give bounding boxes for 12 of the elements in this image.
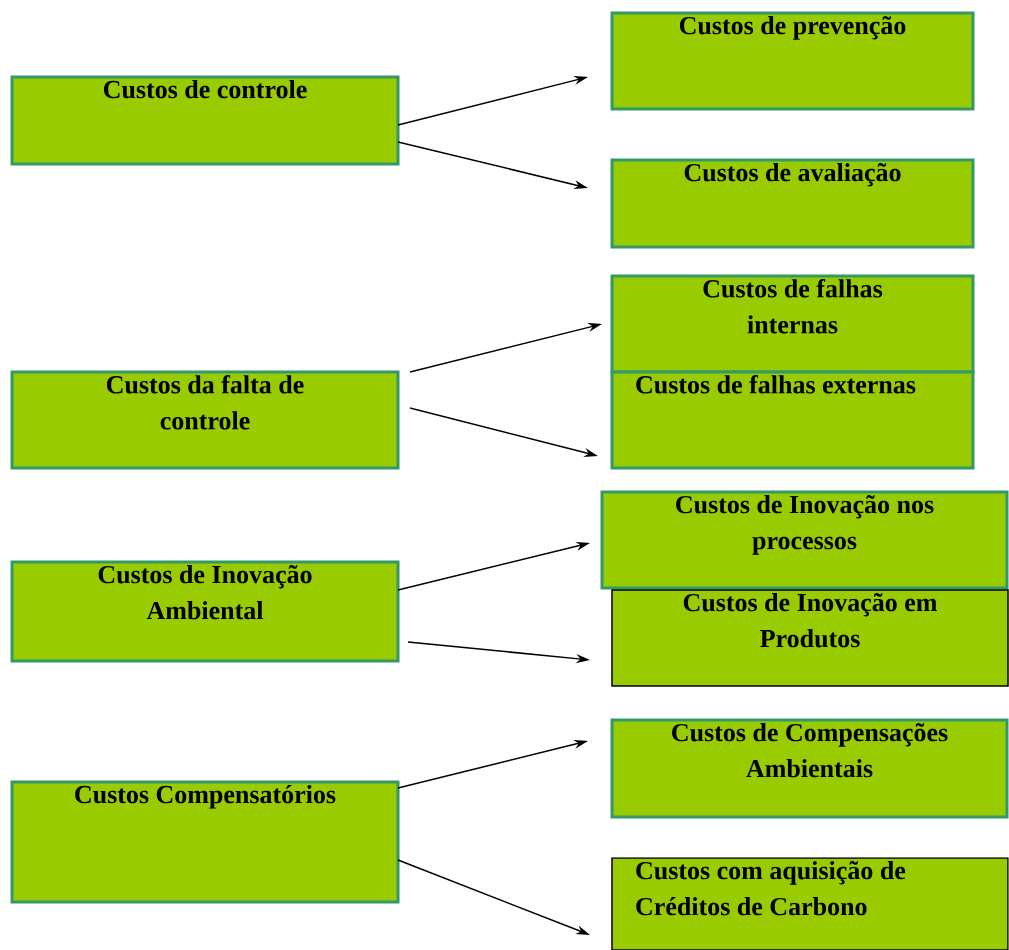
cost-box: Custos de Inovação em Produtos: [611, 589, 1009, 687]
cost-box: Custos de falhas internas: [610, 274, 975, 374]
cost-box: Custos de controle: [10, 75, 400, 166]
cost-box: Custos de prevenção: [610, 11, 975, 111]
cost-box: Custos da falta de controle: [10, 370, 400, 470]
cost-box: Custos Compensatórios: [10, 780, 400, 904]
cost-box: Custos com aquisição de Créditos de Carbono: [611, 857, 1009, 950]
cost-box: Custos de Compensações Ambientais: [610, 718, 1009, 819]
cost-box: Custos de avaliação: [610, 158, 975, 249]
cost-box: Custos de Inovação nos processos: [600, 490, 1009, 590]
cost-box: Custos de Inovação Ambiental: [10, 560, 400, 663]
cost-box: Custos de falhas externas: [610, 370, 975, 470]
